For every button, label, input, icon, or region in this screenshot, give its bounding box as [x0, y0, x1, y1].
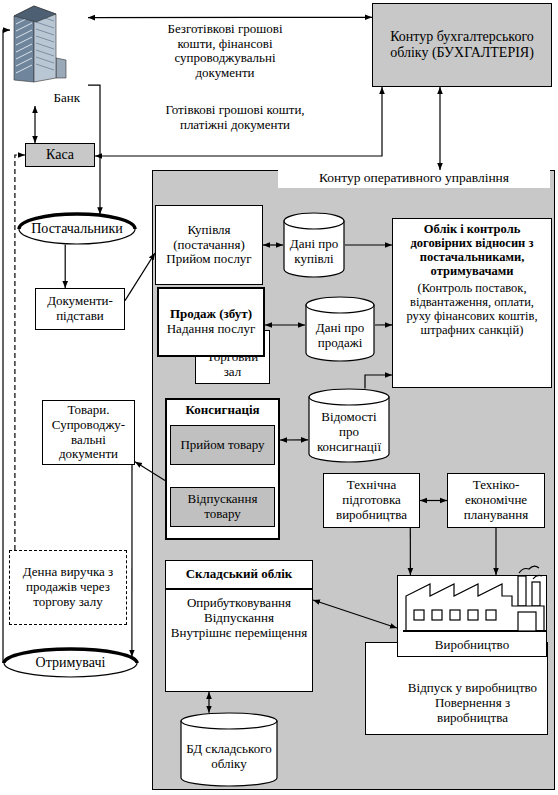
node-label: Відпускання товару — [175, 492, 270, 522]
database-cylinder: Дані про купівлі — [283, 212, 345, 278]
node-text: Внутрішнє переміщення — [171, 626, 307, 641]
connector-arrow — [135, 462, 165, 481]
node-label: Відомості про консигнації — [312, 410, 386, 455]
node-label: Дані про продажі — [309, 321, 371, 351]
factory-icon — [403, 566, 547, 631]
database-cylinder: Дані про продажі — [305, 296, 375, 362]
bank-building — [14, 6, 66, 82]
node-label: Контур оперативного управління — [278, 168, 550, 188]
node-label: Консигнація — [185, 403, 259, 418]
connector-arrow — [131, 465, 132, 657]
node-label: Виробництво — [435, 638, 509, 653]
edge-label: Безготівкові грошові кошти, фінансові су… — [150, 22, 300, 80]
process-box: Купівля (постачання)Прийом послуг — [155, 205, 263, 285]
edge-label: Готівкові грошові кошти, платіжні докуме… — [140, 103, 330, 132]
connector-arrow — [88, 85, 100, 214]
connector-arrow — [65, 245, 66, 288]
goods-box: Товари. Супроводжу-вальні документи — [42, 400, 135, 465]
consignment-box: КонсигнаціяПрийом товаруВідпускання това… — [165, 398, 280, 540]
production-box: Виробництво — [397, 575, 547, 657]
control-box: Облік і контроль договірних відносин з п… — [392, 218, 552, 388]
connector-arrow — [95, 87, 382, 156]
process-box: Продаж (збут)Надання послуг — [157, 287, 265, 357]
process-box: Прийом товару — [170, 425, 275, 465]
node-text: Прийом послуг — [166, 252, 251, 267]
connector-arrow — [34, 106, 35, 143]
node-label: Документи-підстави — [40, 294, 120, 324]
node-label: Товари. Супроводжу-вальні документи — [47, 403, 130, 463]
node-label: Техніко-економічне планування — [452, 478, 540, 523]
node-text: Відпускання — [204, 611, 274, 626]
connector-arrow — [420, 500, 447, 501]
process-box: Технічна підготовка виробництва — [323, 473, 420, 528]
connector-arrow — [313, 600, 397, 628]
node-label: Складський облік — [166, 561, 312, 590]
node-label: Банк — [53, 91, 80, 106]
node-label: Технічна підготовка виробництва — [328, 478, 415, 523]
suppliers-ellipse: Постачальники — [18, 213, 136, 245]
node-text: Повернення з виробництва — [402, 696, 543, 726]
connector-arrow — [439, 87, 440, 170]
connector-arrow — [280, 439, 308, 440]
connector-arrow — [125, 253, 155, 301]
connector-arrow — [375, 324, 392, 325]
cash-box: Каса — [25, 143, 95, 167]
dashed-connector — [15, 155, 25, 550]
process-box: Відпускання товару — [170, 487, 275, 527]
warehouse-box: Складський облікОприбутковуванняВідпуска… — [165, 560, 313, 692]
accounting-box: Контур бухгалтерського обліку (БУХГАЛТЕР… — [372, 3, 552, 87]
node-text: Оприбутковування — [187, 596, 291, 611]
bank-node: Банк — [10, 2, 88, 106]
connector-arrow — [208, 692, 209, 713]
node-label: Каса — [46, 147, 74, 163]
dashed-box: Денна виручка з продажів через торгову з… — [9, 550, 127, 625]
connector-arrow — [265, 324, 305, 325]
connector-arrow — [495, 528, 496, 575]
database-cylinder: БД складського обліку — [180, 712, 278, 787]
connector-arrow — [365, 375, 392, 389]
recipients-ellipse: Отримувачі — [3, 648, 138, 678]
node-label: Постачальники — [31, 221, 123, 237]
node-label: Відпуск у виробництво — [408, 681, 537, 696]
contour-band: Контур оперативного управлінняКупівля (п… — [152, 170, 555, 790]
connector-arrow — [88, 17, 372, 19]
node-label: БД складського обліку — [184, 742, 274, 772]
connector-arrow — [410, 528, 411, 575]
node-text: (Контроль поставок, відвантаження, оплат… — [397, 281, 547, 337]
database-cylinder: Відомості про консигнації — [308, 388, 390, 463]
node-label: Денна виручка з продажів через торгову з… — [14, 565, 122, 610]
connector-arrow — [263, 244, 283, 245]
node-label: Контур бухгалтерського обліку (БУХГАЛТЕР… — [387, 29, 537, 61]
connector-arrow — [3, 30, 10, 663]
node-label: Отримувачі — [36, 655, 106, 671]
node-label: Дані про купівлі — [287, 237, 341, 267]
node-label: Облік і контроль договірних відносин з п… — [397, 222, 547, 278]
connector-arrow — [345, 244, 392, 245]
document-box: Документи-підстави — [35, 288, 125, 330]
node-label: Продаж (збут) — [170, 307, 252, 322]
node-label: Прийом товару — [180, 438, 264, 453]
node-text: Надання послуг — [167, 322, 256, 337]
process-box: Техніко-економічне планування — [447, 473, 545, 528]
node-label: Купівля (постачання) — [160, 223, 258, 253]
